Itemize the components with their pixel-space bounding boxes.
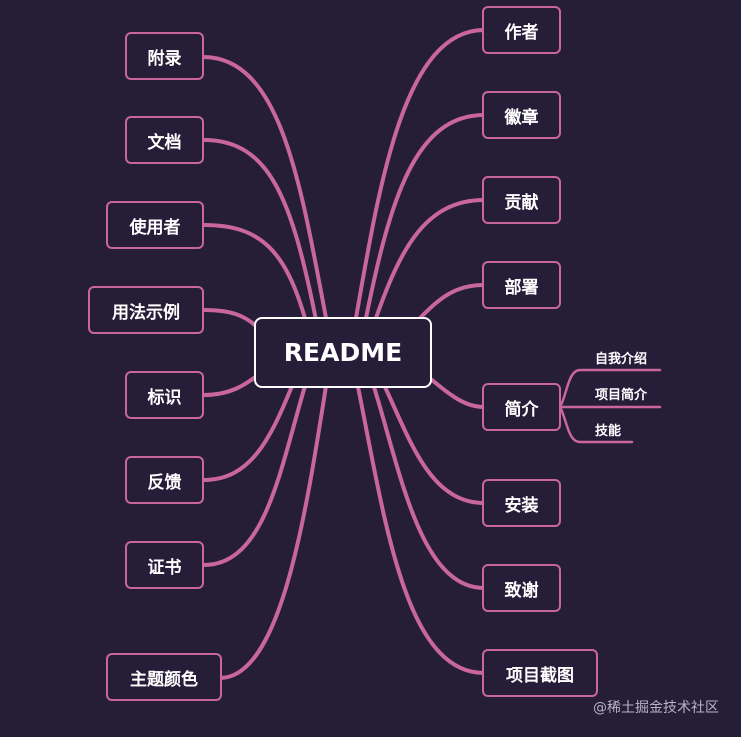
node-label: 徽章	[504, 107, 539, 128]
subnode-skills[interactable]: 技能	[595, 420, 621, 439]
subnode-project-intro[interactable]: 项目简介	[595, 384, 647, 403]
node-label: 项目截图	[506, 665, 574, 686]
node-label: 文档	[147, 132, 182, 153]
node-intro[interactable]: 简介	[482, 383, 561, 431]
node-usage-examples[interactable]: 用法示例	[88, 286, 204, 334]
node-license[interactable]: 证书	[125, 541, 204, 589]
node-label: 证书	[147, 557, 182, 578]
root-node-label: README	[283, 338, 403, 367]
branch-line-logo	[202, 373, 260, 397]
node-label: 安装	[504, 495, 539, 516]
branch-line-contribute	[374, 198, 486, 320]
branch-line-feedback	[202, 384, 294, 482]
branch-line-install	[383, 385, 486, 505]
node-appendix[interactable]: 附录	[125, 32, 204, 80]
node-docs[interactable]: 文档	[125, 116, 204, 164]
branch-line-theme-color	[218, 384, 328, 680]
node-label: 作者	[504, 22, 539, 43]
branch-line-examples	[202, 308, 260, 330]
node-label: 使用者	[129, 217, 181, 238]
node-project-screenshot[interactable]: 项目截图	[482, 649, 598, 697]
node-author[interactable]: 作者	[482, 6, 561, 54]
node-label: 简介	[504, 399, 539, 420]
node-label: 贡献	[504, 192, 539, 213]
subnode-label: 项目简介	[595, 388, 648, 403]
branch-line-docs	[202, 138, 318, 322]
branch-line-appendix	[202, 55, 328, 320]
sub-line-self-intro	[558, 368, 662, 409]
node-label: 标识	[147, 387, 182, 408]
sub-line-skills	[558, 405, 634, 444]
node-thanks[interactable]: 致谢	[482, 564, 561, 612]
branch-line-author	[354, 28, 486, 320]
watermark: @稀土掘金技术社区	[593, 700, 719, 716]
node-label: 用法示例	[112, 302, 180, 323]
node-users[interactable]: 使用者	[106, 201, 204, 249]
node-label: 主题颜色	[130, 669, 198, 690]
branch-line-intro	[430, 378, 486, 409]
node-badges[interactable]: 徽章	[482, 91, 561, 139]
branch-line-license	[202, 384, 307, 567]
branch-line-users	[202, 223, 308, 324]
branch-line-thanks	[372, 385, 486, 590]
node-label: 致谢	[504, 580, 539, 601]
root-node[interactable]: README	[254, 317, 432, 388]
node-label: 附录	[147, 48, 182, 69]
subnode-label: 自我介绍	[595, 352, 648, 367]
node-theme-color[interactable]: 主题颜色	[106, 653, 222, 701]
branch-line-deploy	[418, 283, 486, 320]
branch-line-badges	[364, 113, 486, 320]
node-contribute[interactable]: 贡献	[482, 176, 561, 224]
subnode-label: 技能	[595, 424, 622, 439]
node-label: 部署	[504, 277, 539, 298]
node-logo[interactable]: 标识	[125, 371, 204, 419]
branch-line-screenshot	[356, 385, 486, 675]
node-deploy[interactable]: 部署	[482, 261, 561, 309]
node-label: 反馈	[147, 472, 182, 493]
node-feedback[interactable]: 反馈	[125, 456, 204, 504]
subnode-self-intro[interactable]: 自我介绍	[595, 348, 647, 367]
node-install[interactable]: 安装	[482, 479, 561, 527]
